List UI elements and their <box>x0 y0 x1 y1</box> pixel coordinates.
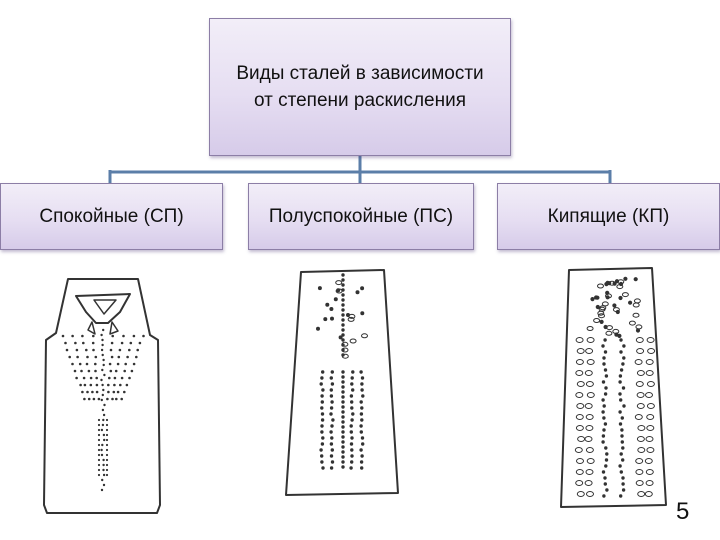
node-semi-killed-steel: Полуспокойные (ПС) <box>248 183 474 250</box>
node-semi-killed-steel-label: Полуспокойные (ПС) <box>268 206 454 227</box>
page-number: 5 <box>676 498 690 525</box>
root-node-label: Виды сталей в зависимости от степени рас… <box>236 63 484 111</box>
node-killed-steel-label: Спокойные (СП) <box>39 206 184 227</box>
ingot-killed-steel-illustration <box>43 278 161 514</box>
node-rimmed-steel-label: Кипящие (КП) <box>547 206 670 227</box>
node-rimmed-steel: Кипящие (КП) <box>497 183 720 250</box>
node-killed-steel: Спокойные (СП) <box>0 183 223 250</box>
ingot-semi-killed-steel-illustration <box>285 269 399 496</box>
root-node: Виды сталей в зависимости от степени рас… <box>209 18 511 156</box>
ingot-rimmed-steel-illustration <box>560 267 667 508</box>
